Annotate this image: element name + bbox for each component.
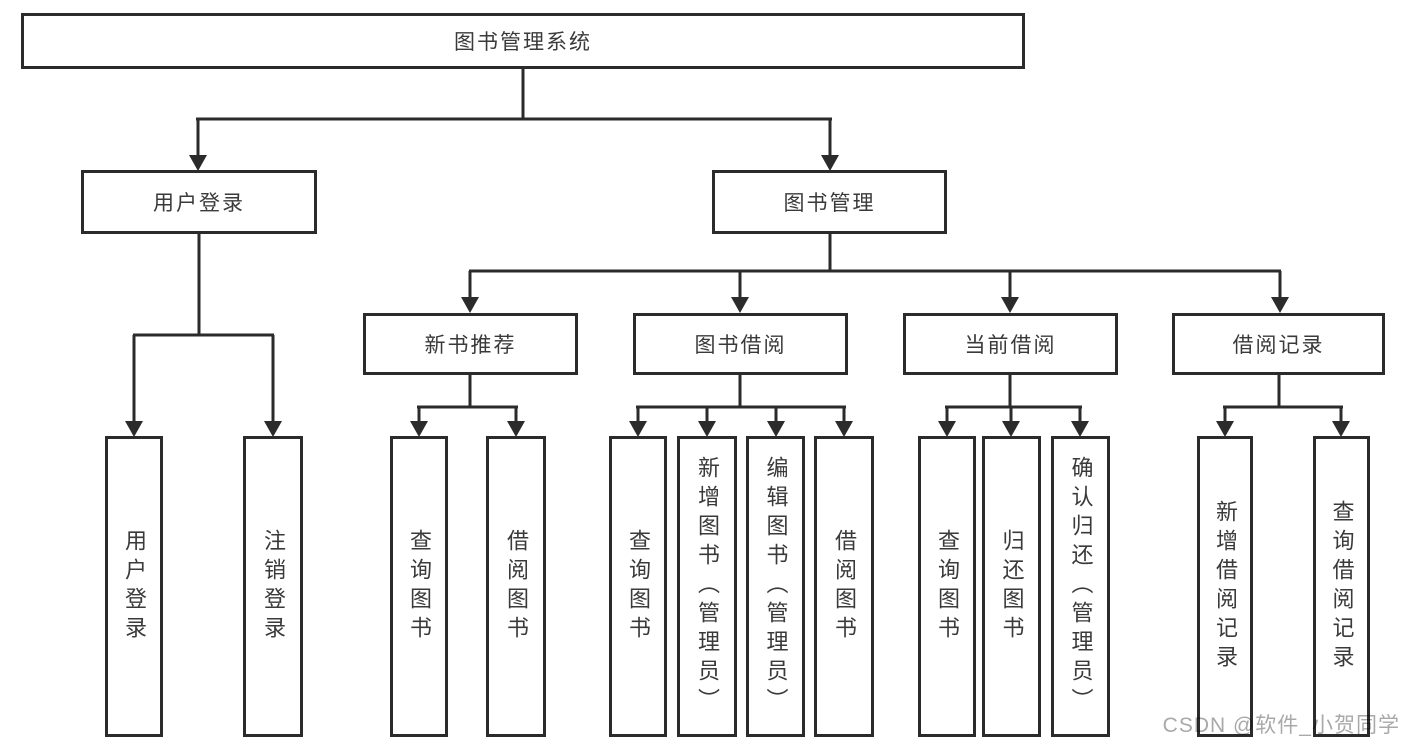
leaf-label: 新增图书（管理员） [695,456,720,717]
leaf-query-books-recommend: 查询图书 [390,436,448,737]
node-current-borrowing: 当前借阅 [903,313,1118,375]
leaf-label: 查询图书 [626,528,651,645]
leaf-label: 归还图书 [999,528,1025,645]
leaf-logout: 注销登录 [243,436,303,737]
node-user-login: 用户登录 [81,170,317,234]
leaf-query-books-current: 查询图书 [918,436,976,737]
leaf-label: 注销登录 [261,528,286,645]
node-library-management-system: 图书管理系统 [21,13,1025,69]
leaf-label: 新增借阅记录 [1213,499,1238,674]
leaf-label: 查询图书 [407,528,432,645]
leaf-borrow-books: 借阅图书 [814,436,874,737]
leaf-edit-books-admin: 编辑图书（管理员） [746,436,805,737]
leaf-borrow-books-recommend: 借阅图书 [486,436,546,737]
leaf-label: 确认归还（管理员） [1068,456,1094,717]
leaf-query-borrow-record: 查询借阅记录 [1313,436,1370,737]
node-book-management: 图书管理 [712,170,947,234]
leaf-confirm-return-admin: 确认归还（管理员） [1051,436,1110,737]
node-borrowing-records: 借阅记录 [1172,313,1385,375]
leaf-label: 借阅图书 [832,528,857,645]
leaf-add-books-admin: 新增图书（管理员） [677,436,737,737]
leaf-label: 查询借阅记录 [1329,499,1355,674]
leaf-add-borrow-record: 新增借阅记录 [1197,436,1253,737]
leaf-user-login: 用户登录 [105,436,163,737]
leaf-label: 查询图书 [935,528,960,645]
leaf-label: 用户登录 [122,528,147,645]
leaf-query-books-borrow: 查询图书 [609,436,667,737]
csdn-watermark: CSDN @软件_小贺同学 [1162,714,1400,737]
leaf-label: 借阅图书 [504,528,529,645]
node-new-book-recommendation: 新书推荐 [363,313,578,375]
leaf-label: 编辑图书（管理员） [763,456,789,717]
node-book-borrowing: 图书借阅 [633,313,848,375]
leaf-return-books: 归还图书 [982,436,1041,737]
